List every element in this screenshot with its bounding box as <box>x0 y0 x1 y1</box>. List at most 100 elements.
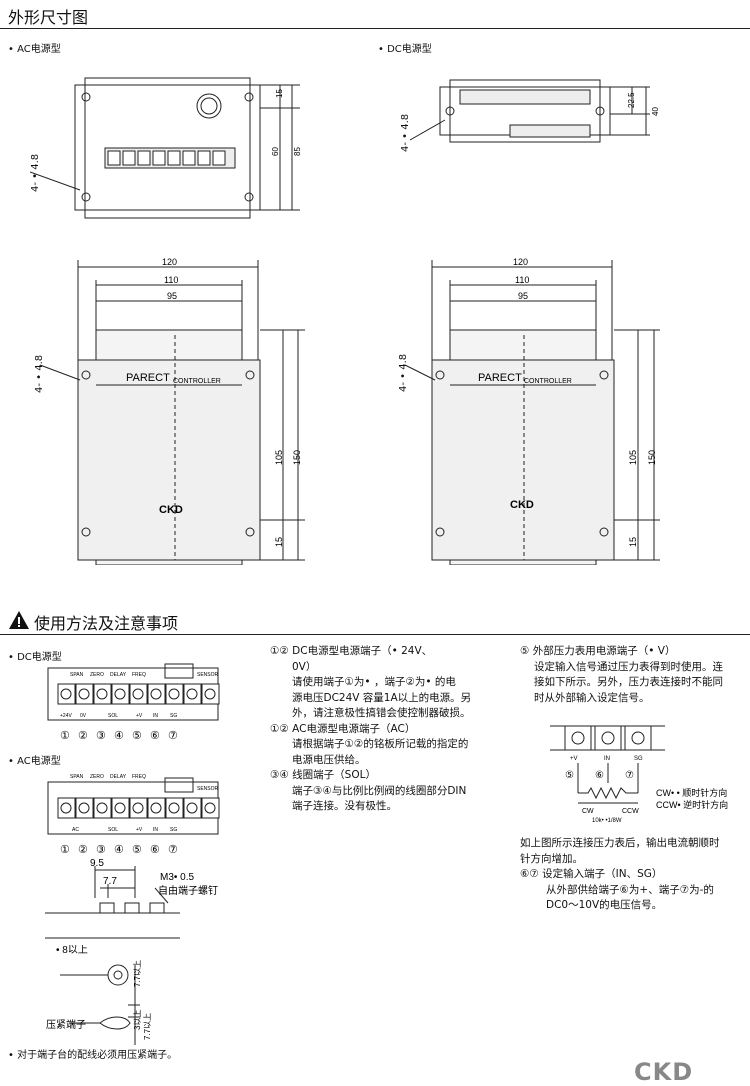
svg-text:0V: 0V <box>80 713 87 719</box>
svg-text:①: ① <box>60 844 70 856</box>
crimp-label: 压紧端子 <box>46 1018 86 1031</box>
dc-front-view-drawing: 120 110 95 PARECT CONTROLLER CKD 105 150… <box>404 257 660 565</box>
svg-text:ZERO: ZERO <box>90 672 104 678</box>
svg-text:IN: IN <box>153 827 158 833</box>
svg-text:120: 120 <box>513 257 528 267</box>
svg-text:7.7以上: 7.7以上 <box>133 960 142 987</box>
svg-text:②: ② <box>78 844 88 856</box>
ac-top-view-drawing: 15 60 85 <box>30 77 302 219</box>
svg-text:PARECT: PARECT <box>478 372 522 384</box>
svg-text:⑦: ⑦ <box>168 844 178 856</box>
title-rule <box>0 28 750 29</box>
svg-text:SG: SG <box>170 713 177 719</box>
ac-product-name: PARECT <box>126 372 170 384</box>
svg-text:15: 15 <box>628 537 638 547</box>
svg-text:CONTROLLER: CONTROLLER <box>524 378 572 385</box>
svg-text:⑤: ⑤ <box>132 730 142 742</box>
svg-text:15: 15 <box>274 537 284 547</box>
footer-logo: CKD <box>634 1058 694 1086</box>
dc-power-heading: ①② DC电源型电源端子（• 24V、 <box>270 645 433 657</box>
ac-hole-note: 4- • 4.8 <box>30 153 41 192</box>
svg-text:SPAN: SPAN <box>70 774 84 780</box>
svg-text:③: ③ <box>96 844 106 856</box>
svg-text:FREQ: FREQ <box>132 774 146 780</box>
ac-terminal-diagram: SPAN ZERO DELAY FREQ SENSOR AC SOL +V IN SG ①… <box>47 774 220 856</box>
dc-hole-note: 4- • 4.8 <box>400 113 411 152</box>
svg-text:⑤: ⑤ <box>132 844 142 856</box>
svg-text:85: 85 <box>293 147 302 156</box>
svg-text:7.7以上: 7.7以上 <box>143 1013 152 1040</box>
svg-text:IN: IN <box>153 713 158 719</box>
svg-text:SG: SG <box>634 756 643 762</box>
svg-text:FREQ: FREQ <box>132 672 146 678</box>
svg-text:120: 120 <box>162 257 177 267</box>
dc-terminal-diagram: SPAN ZERO DELAY FREQ SENSOR +24V 0V SOL +V I… <box>47 663 220 742</box>
svg-text:15: 15 <box>275 89 284 98</box>
ac-power-heading: ①② AC电源型电源端子（AC） <box>270 722 416 735</box>
svg-text:CW: CW <box>582 808 594 815</box>
svg-text:3以上: 3以上 <box>133 1010 142 1030</box>
svg-text:110: 110 <box>515 275 529 285</box>
svg-text:④: ④ <box>114 730 124 742</box>
svg-text:CONTROLLER: CONTROLLER <box>173 378 221 385</box>
svg-text:⑦: ⑦ <box>625 770 634 781</box>
ac-front-view-drawing: 120 110 95 PARECT CONTROLLER CKD 105 150… <box>39 257 305 565</box>
svg-text:⑤: ⑤ <box>565 770 574 781</box>
svg-text:⑥: ⑥ <box>150 844 160 856</box>
svg-text:CKD: CKD <box>510 499 534 511</box>
ac-front-hole-note: 4- • 4.8 <box>34 354 45 393</box>
svg-text:+V: +V <box>570 756 578 762</box>
svg-text:CKD: CKD <box>159 504 183 516</box>
svg-text:⑦: ⑦ <box>168 730 178 742</box>
ring-dim: • 8以上 <box>56 945 88 956</box>
column-3-text-top: ⑤ 外部压力表用电源端子（• V） 设定输入信号通过压力表得到时使用。连 接如下… <box>520 644 745 706</box>
svg-text:SOL: SOL <box>108 827 118 833</box>
svg-text:DELAY: DELAY <box>110 672 127 678</box>
svg-text:⑥: ⑥ <box>595 770 604 781</box>
svg-text:SENSOR: SENSOR <box>197 672 219 678</box>
svg-text:SG: SG <box>170 827 177 833</box>
coil-heading: ③④ 线圈端子（SOL） <box>270 769 376 781</box>
usage-ac-label: • AC电源型 <box>8 756 61 767</box>
page-title: 外形尺寸图 <box>8 8 89 27</box>
setpoint-input-heading: ⑥⑦ 设定输入端子（IN、SG） <box>520 868 663 880</box>
usage-dc-label: • DC电源型 <box>8 652 62 663</box>
svg-text:+V: +V <box>136 827 143 833</box>
svg-text:⑥: ⑥ <box>150 730 160 742</box>
svg-text:ZERO: ZERO <box>90 774 104 780</box>
svg-text:IN: IN <box>604 756 610 762</box>
svg-text:110: 110 <box>164 275 178 285</box>
svg-text:SOL: SOL <box>108 713 118 719</box>
svg-text:CCW• 逆时针方向: CCW• 逆时针方向 <box>656 799 728 810</box>
svg-text:+V: +V <box>136 713 143 719</box>
screw-dim-1: 9.5 <box>90 858 104 869</box>
crimp-terminal-diagram: • 8以上 7.7以上 3以上 7.7以上 压紧端子 <box>46 945 152 1045</box>
screw-spec: M3• 0.5 <box>160 872 195 883</box>
svg-text:150: 150 <box>292 450 302 465</box>
svg-text:SENSOR: SENSOR <box>197 786 219 792</box>
screw-caption: 自由端子螺钉 <box>158 884 218 897</box>
svg-text:CW• • 顺时针方向: CW• • 顺时针方向 <box>656 787 727 798</box>
svg-text:60: 60 <box>271 147 280 156</box>
screw-dim-2: 7.7 <box>103 876 117 887</box>
svg-text:DELAY: DELAY <box>110 774 127 780</box>
ac-type-label: • AC电源型 <box>8 44 61 55</box>
svg-text:②: ② <box>78 730 88 742</box>
warning-icon <box>9 611 29 629</box>
pressure-gauge-heading: ⑤ 外部压力表用电源端子（• V） <box>520 645 676 657</box>
column-2-text: ①② DC电源型电源端子（• 24V、 0V） 请使用端子①为• ，端子②为• … <box>270 644 500 815</box>
svg-text:+24V: +24V <box>60 713 72 719</box>
svg-text:95: 95 <box>518 291 528 301</box>
svg-text:150: 150 <box>647 450 657 465</box>
usage-title: 使用方法及注意事项 <box>34 614 179 633</box>
crimp-note: • 对于端子台的配线必须用压紧端子。 <box>8 1050 178 1061</box>
svg-text:CCW: CCW <box>622 808 639 815</box>
svg-text:③: ③ <box>96 730 106 742</box>
svg-text:SPAN: SPAN <box>70 672 84 678</box>
svg-text:AC: AC <box>72 827 79 833</box>
svg-text:40: 40 <box>651 107 660 116</box>
dc-front-hole-note: 4- • 4.8 <box>398 353 409 392</box>
svg-text:105: 105 <box>628 450 638 465</box>
usage-rule <box>0 634 750 635</box>
